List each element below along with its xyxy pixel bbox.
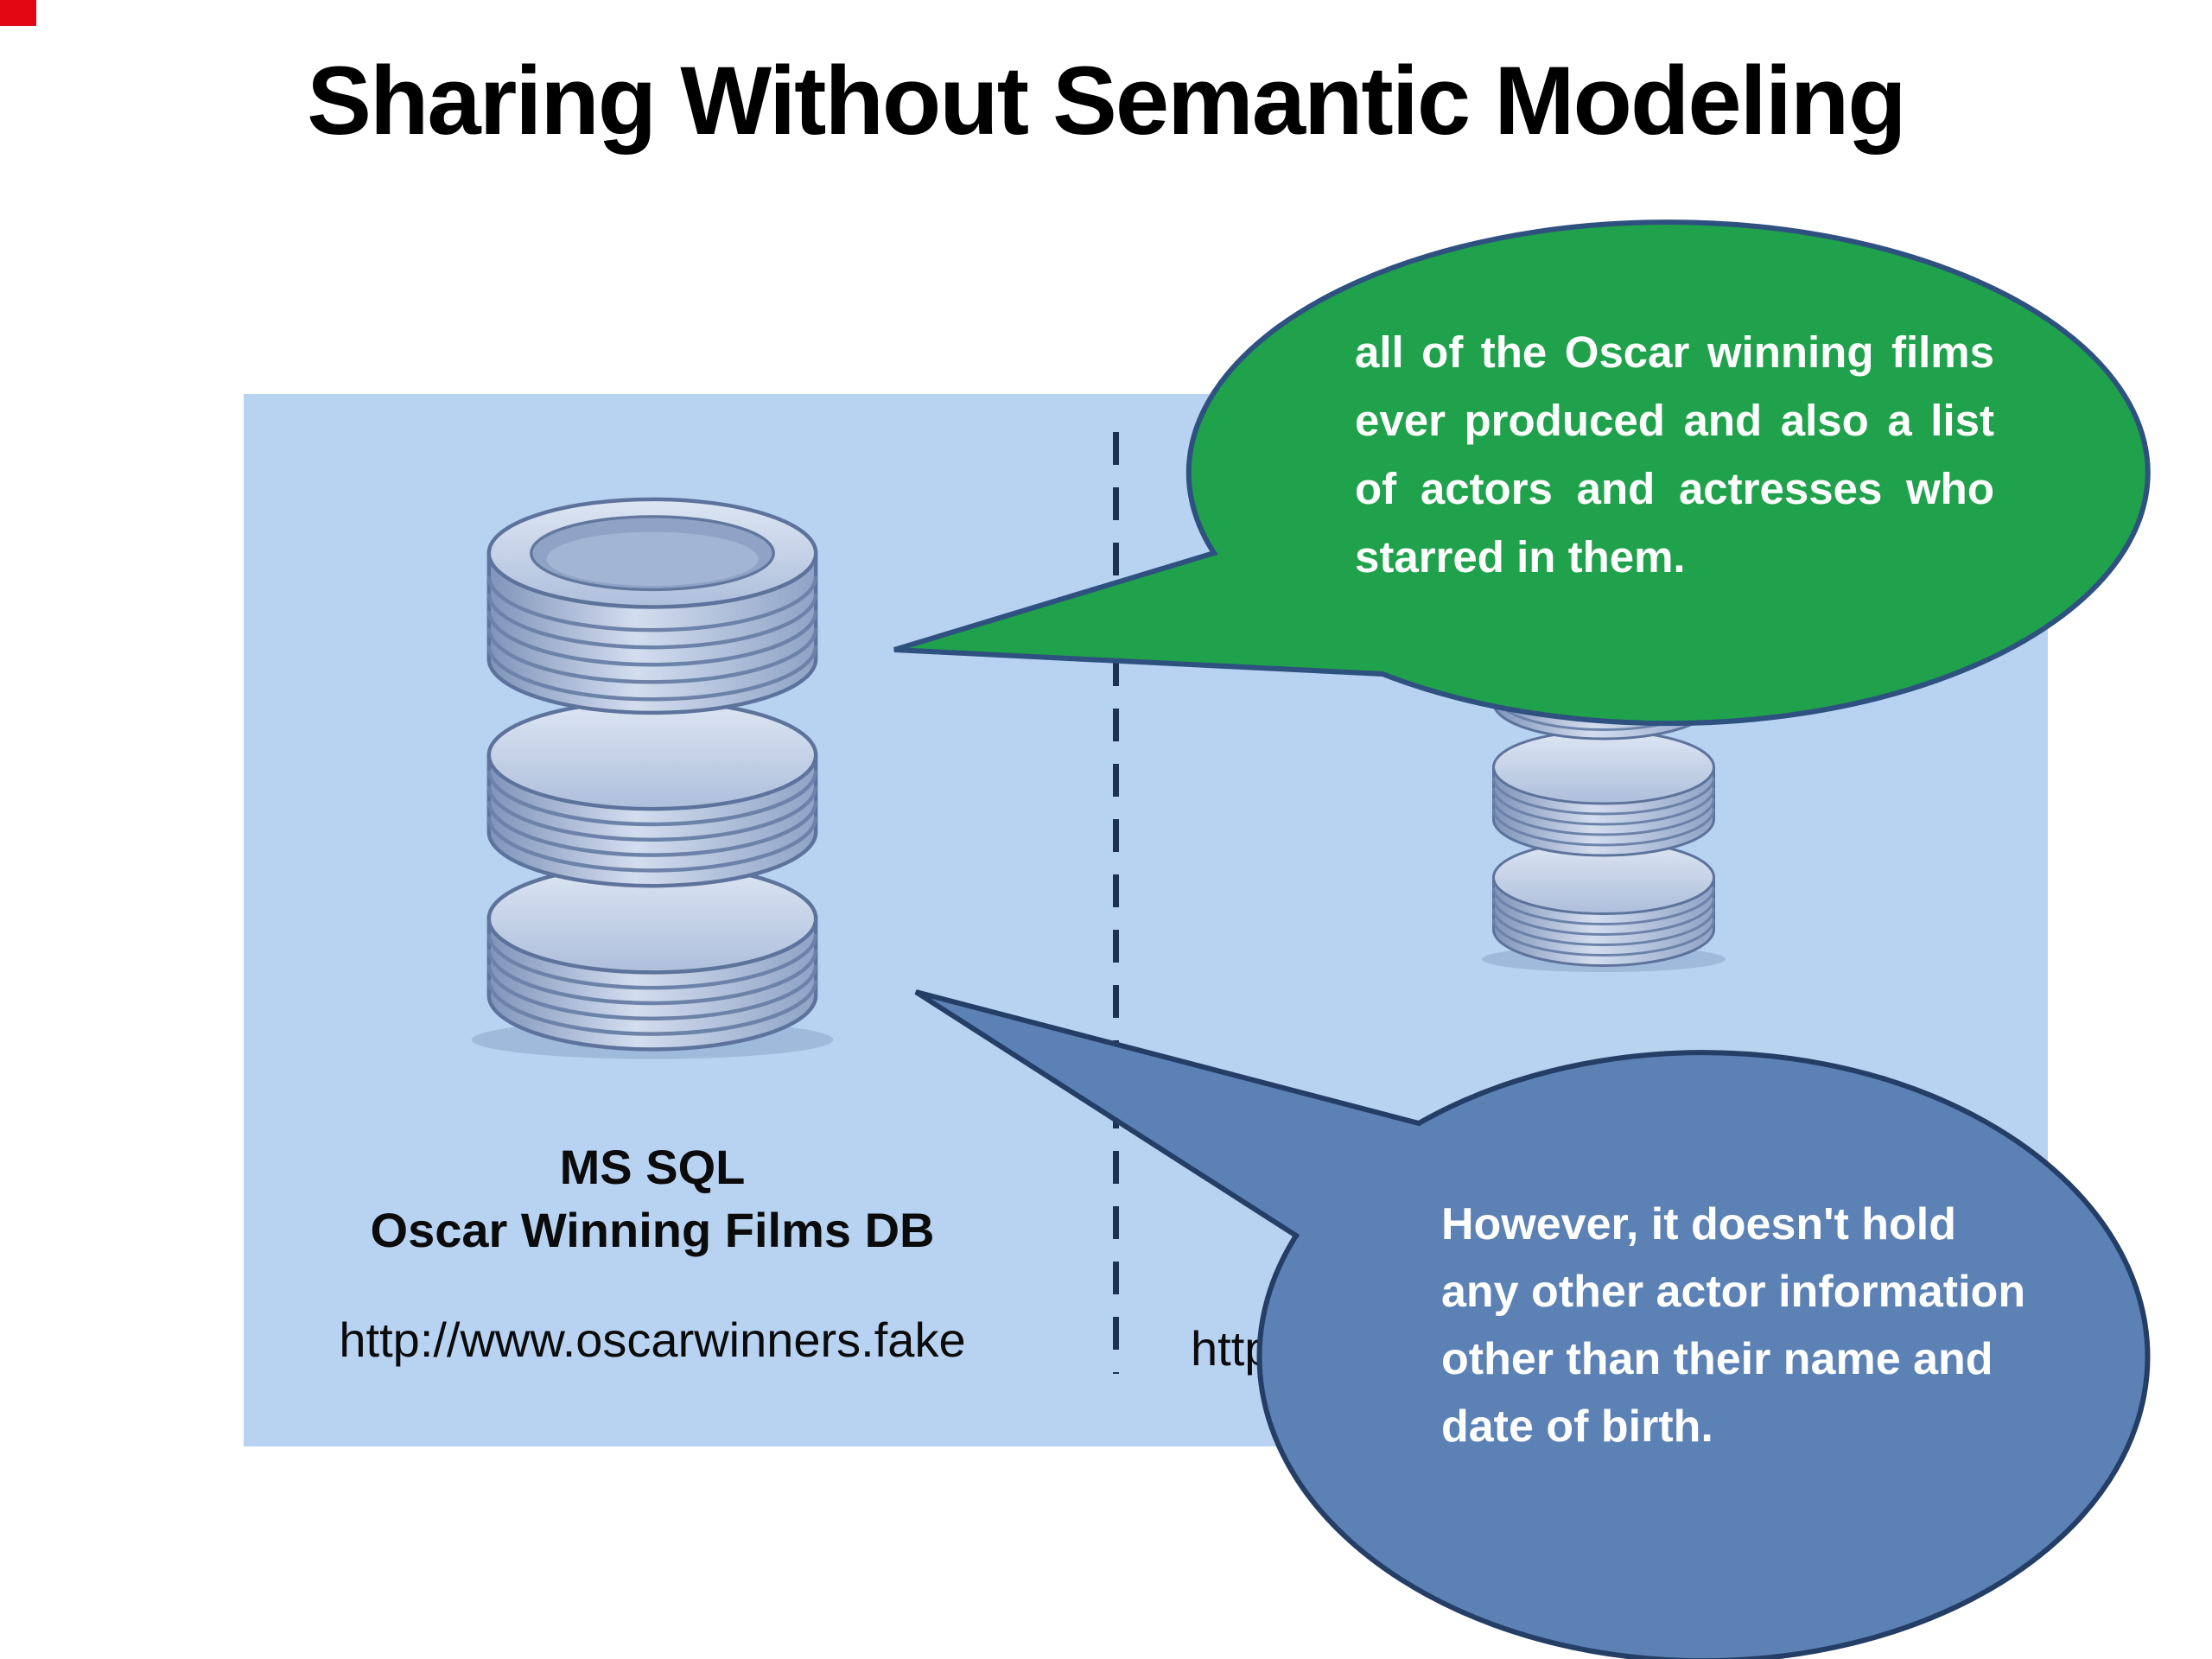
right-db-url-partial: http	[1191, 1321, 1272, 1376]
left-database-icon	[441, 467, 864, 1063]
left-db-name: MS SQL	[559, 1140, 746, 1194]
red-corner-marker	[0, 0, 36, 26]
left-db-description: Oscar Winning Films DB	[370, 1203, 935, 1257]
right-database-icon	[1461, 573, 1746, 975]
dashed-divider-line	[1113, 432, 1119, 1374]
green-bubble-text: all of the Oscar winning films ever prod…	[1355, 327, 1994, 582]
blue-bubble-text: However, it doesn't hold any other actor…	[1441, 1199, 2026, 1452]
left-db-caption: MS SQL Oscar Winning Films DB http://www…	[285, 1139, 1020, 1368]
slide-title: Sharing Without Semantic Modeling	[307, 47, 1906, 155]
left-db-url: http://www.oscarwinners.fake	[339, 1313, 966, 1367]
